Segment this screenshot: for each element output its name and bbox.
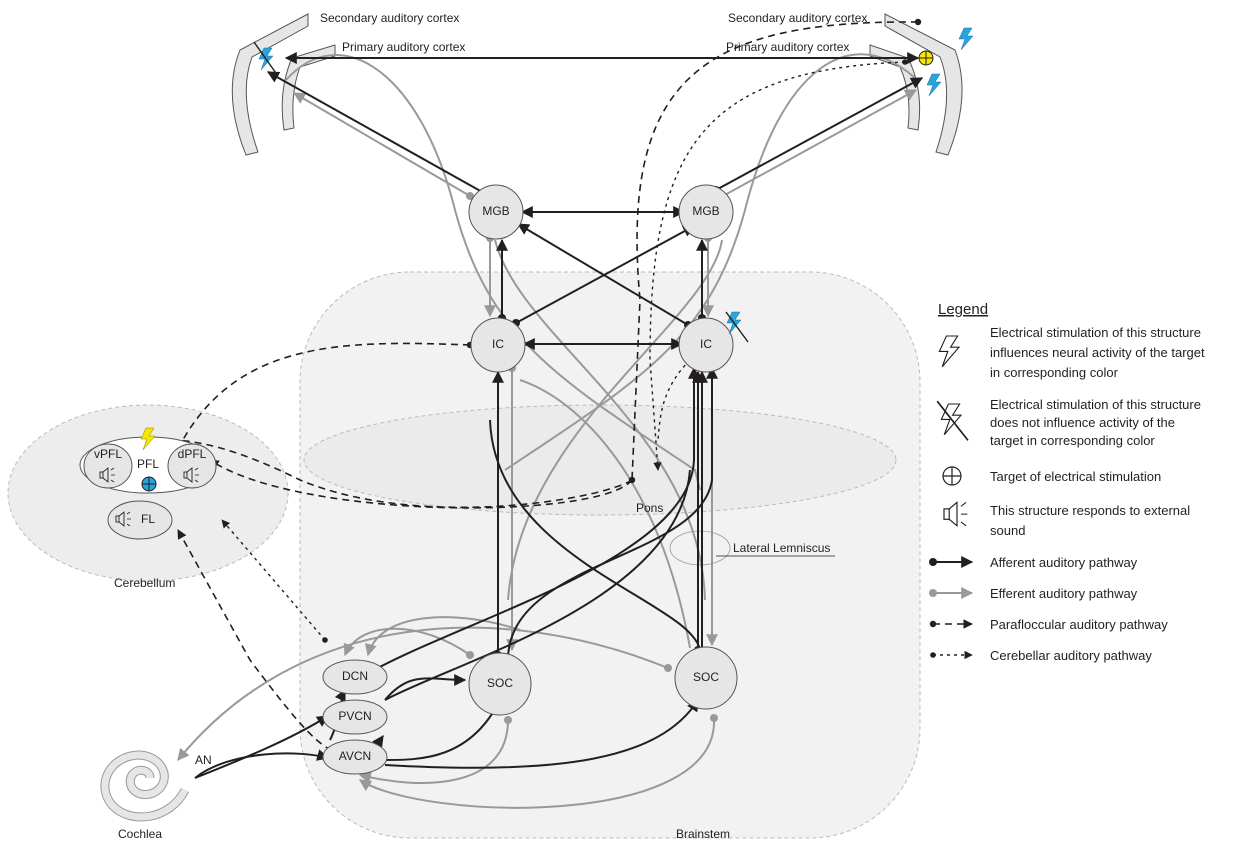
dcn-node[interactable]: DCN [322,659,388,695]
avcn-label: AVCN [339,749,371,763]
legend-item-1-line-3: in corresponding color [990,365,1119,380]
lightning-icon-right-secondary [958,27,974,51]
soc-right-node[interactable]: SOC [674,646,738,710]
pvcn-label: PVCN [338,709,371,723]
an-label: AN [195,753,212,767]
soc-right-label: SOC [693,670,719,684]
ic-left-node[interactable]: IC [470,317,526,373]
vpfl-node[interactable]: vPFL [83,443,133,489]
legend-lightning-icon [938,335,960,368]
legend-item-2-line-2: does not influence activity of the [990,415,1175,430]
lateral-lemniscus-label: Lateral Lemniscus [733,541,830,555]
legend-speaker-icon [943,501,968,528]
fl-label: FL [141,512,155,526]
dpfl-label: dPFL [178,447,207,461]
lightning-icon-left-cortex [253,41,279,77]
avcn-node[interactable]: AVCN [322,739,388,775]
legend-item-6-line-1: Efferent auditory pathway [990,586,1138,601]
parafloccular-pathways [111,18,922,756]
cerebellum-label: Cerebellum [114,576,175,590]
pons-region [303,404,897,516]
legend-item-4-line-2: sound [990,523,1025,538]
secondary-cortex-right-label: Secondary auditory cortex [728,11,867,25]
secondary-cortex-left-label: Secondary auditory cortex [320,11,459,25]
soc-left-node[interactable]: SOC [468,652,532,716]
legend-item-8-line-1: Cerebellar auditory pathway [990,648,1152,663]
cochlea-icon [100,750,190,822]
dpfl-speaker-icon [183,467,199,483]
legend-item-2-line-1: Electrical stimulation of this structure [990,397,1201,412]
cortex-left [231,13,336,156]
ic-left-label: IC [492,337,504,351]
ic-right-node[interactable]: IC [678,317,734,373]
pfl-label: PFL [137,457,159,471]
primary-cortex-right-label: Primary auditory cortex [726,40,849,54]
legend-title: Legend [938,301,988,318]
mgb-right-label: MGB [692,204,719,218]
mgb-right-node[interactable]: MGB [678,184,734,240]
legend-item-1-line-1: Electrical stimulation of this structure [990,325,1201,340]
mgb-left-node[interactable]: MGB [468,184,524,240]
lightning-icon-right-primary [926,73,942,97]
ic-right-label: IC [700,337,712,351]
dpfl-node[interactable]: dPFL [167,443,217,489]
cochlea-label: Cochlea [118,827,162,841]
legend-item-7-line-1: Parafloccular auditory pathway [990,617,1168,632]
legend-target-icon [942,466,962,486]
fl-node[interactable]: FL [107,500,173,540]
crossed-lightning-icon-ic-right [725,311,749,343]
cerebellar-pathways [221,59,908,643]
cortex-right [869,13,963,156]
fl-speaker-icon [115,511,131,527]
pons-label: Pons [636,501,663,515]
legend: Legend Electrical stimulation of this st… [929,301,1205,663]
target-icon-right-cortex [918,50,934,66]
pvcn-node[interactable]: PVCN [322,699,388,735]
legend-item-5-line-1: Afferent auditory pathway [990,555,1138,570]
dcn-label: DCN [342,669,368,683]
legend-crossed-lightning-icon [936,400,969,441]
vpfl-speaker-icon [99,467,115,483]
legend-item-4-line-1: This structure responds to external [990,503,1190,518]
target-icon-pfl [141,476,157,492]
mgb-left-label: MGB [482,204,509,218]
legend-item-3-line-1: Target of electrical stimulation [990,469,1161,484]
brainstem-region [299,271,921,839]
primary-cortex-left-label: Primary auditory cortex [342,40,465,54]
legend-item-2-line-3: target in corresponding color [990,433,1155,448]
brainstem-label: Brainstem [676,827,730,841]
legend-item-1-line-2: influences neural activity of the target [990,345,1205,360]
vpfl-label: vPFL [94,447,122,461]
soc-left-label: SOC [487,676,513,690]
